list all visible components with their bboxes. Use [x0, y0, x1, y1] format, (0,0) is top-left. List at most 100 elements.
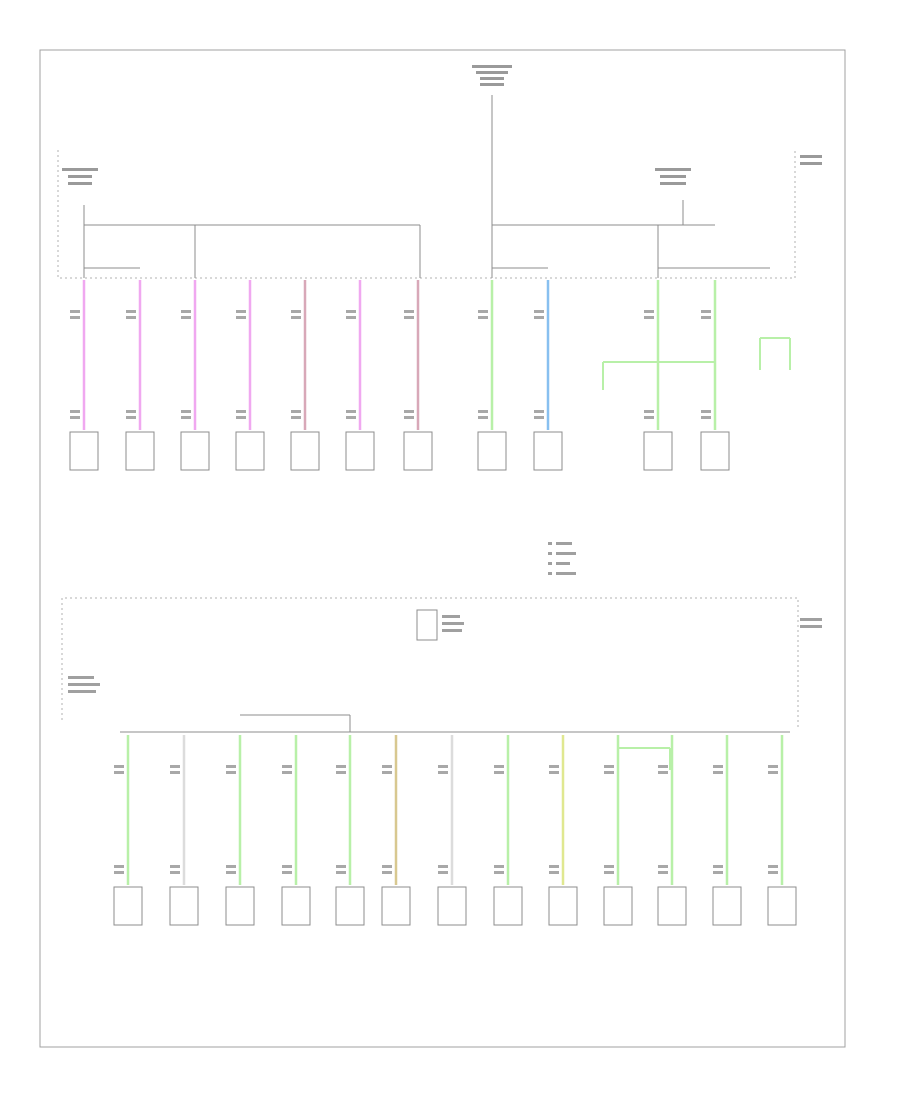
- upper-pin-label: [346, 310, 356, 313]
- lower-pin-label: [713, 765, 723, 768]
- lower-pin-label: [768, 865, 778, 868]
- upper-pin-label: [236, 316, 246, 319]
- upper-pin-label: [70, 410, 80, 413]
- lower-pin-label: [494, 871, 504, 874]
- lower-pin-label: [658, 871, 668, 874]
- upper-pin-label: [181, 416, 191, 419]
- diagram-frame: [39, 49, 846, 1048]
- lower-pin-label: [494, 771, 504, 774]
- lower-pin-label: [282, 771, 292, 774]
- upper-component: [235, 431, 265, 471]
- upper-wires: [70, 280, 717, 430]
- lower-pin-label: [658, 865, 668, 868]
- lower-green-branch: [618, 747, 671, 770]
- lower-pin-label: [282, 865, 292, 868]
- upper-component: [643, 431, 673, 471]
- lower-pin-label: [658, 771, 668, 774]
- lower-pin-label: [549, 865, 559, 868]
- lower-pin-label: [336, 871, 346, 874]
- upper-pin-label: [181, 410, 191, 413]
- lower-pin-label: [604, 865, 614, 868]
- upper-pin-label: [404, 416, 414, 419]
- lower-pin-label: [336, 765, 346, 768]
- upper-pin-label: [291, 410, 301, 413]
- lower-pin-label: [226, 865, 236, 868]
- upper-pin-label: [404, 316, 414, 319]
- lower-component: [767, 886, 797, 926]
- lower-pin-label: [114, 871, 124, 874]
- lower-pin-label: [226, 871, 236, 874]
- upper-pin-label: [534, 316, 544, 319]
- upper-pin-label: [404, 410, 414, 413]
- upper-component: [477, 431, 507, 471]
- upper-pin-label: [236, 310, 246, 313]
- upper-pin-label: [701, 410, 711, 413]
- lower-pin-label: [226, 771, 236, 774]
- lower-pin-label: [438, 871, 448, 874]
- lower-pin-label: [549, 871, 559, 874]
- lower-component: [281, 886, 311, 926]
- lower-pin-label: [604, 771, 614, 774]
- upper-pin-label: [181, 310, 191, 313]
- upper-component: [533, 431, 563, 471]
- upper-pin-label: [181, 316, 191, 319]
- lower-pin-label: [170, 871, 180, 874]
- lower-component: [493, 886, 523, 926]
- upper-pin-label: [126, 310, 136, 313]
- lower-pin-label: [713, 771, 723, 774]
- upper-pin-label: [291, 310, 301, 313]
- upper-component: [345, 431, 375, 471]
- lower-pin-label: [768, 771, 778, 774]
- lower-pin-label: [549, 765, 559, 768]
- upper-component: [69, 431, 99, 471]
- lower-pin-label: [604, 765, 614, 768]
- lower-pin-label: [382, 865, 392, 868]
- lower-component: [712, 886, 742, 926]
- upper-pin-label: [644, 416, 654, 419]
- upper-pin-label: [644, 410, 654, 413]
- upper-components: [69, 431, 730, 471]
- relay-box: [416, 609, 438, 641]
- upper-pin-label: [236, 410, 246, 413]
- lower-component: [437, 886, 467, 926]
- lower-component: [381, 886, 411, 926]
- upper-component: [290, 431, 320, 471]
- upper-pin-label: [346, 416, 356, 419]
- upper-component: [125, 431, 155, 471]
- upper-component: [700, 431, 730, 471]
- lower-component: [225, 886, 255, 926]
- upper-pin-label: [534, 310, 544, 313]
- upper-pin-label: [534, 416, 544, 419]
- upper-power-distribution: [57, 95, 796, 279]
- upper-pin-label: [236, 416, 246, 419]
- lower-pin-label: [768, 871, 778, 874]
- upper-pin-label: [644, 316, 654, 319]
- upper-pin-label: [126, 410, 136, 413]
- lower-pin-label: [114, 865, 124, 868]
- lower-dashed-boundary: [61, 597, 799, 730]
- upper-pin-label: [404, 310, 414, 313]
- lower-component: [657, 886, 687, 926]
- lower-component: [603, 886, 633, 926]
- lower-pin-label: [382, 871, 392, 874]
- upper-pin-label: [478, 410, 488, 413]
- lower-pin-label: [549, 771, 559, 774]
- lower-pin-label: [336, 865, 346, 868]
- lower-component: [335, 886, 365, 926]
- upper-green-branch: [602, 337, 791, 430]
- upper-pin-label: [701, 316, 711, 319]
- upper-component: [180, 431, 210, 471]
- upper-pin-label: [346, 410, 356, 413]
- upper-junction-labels: [62, 65, 822, 185]
- lower-pin-label: [114, 765, 124, 768]
- lower-relay-label: [68, 615, 822, 693]
- lower-pin-label: [713, 871, 723, 874]
- lower-pin-label: [226, 765, 236, 768]
- lower-pin-label: [170, 765, 180, 768]
- upper-pin-label: [346, 316, 356, 319]
- lower-pin-label: [713, 865, 723, 868]
- upper-pin-label: [701, 310, 711, 313]
- lower-pin-label: [604, 871, 614, 874]
- upper-pin-label: [701, 416, 711, 419]
- lower-pin-label: [658, 765, 668, 768]
